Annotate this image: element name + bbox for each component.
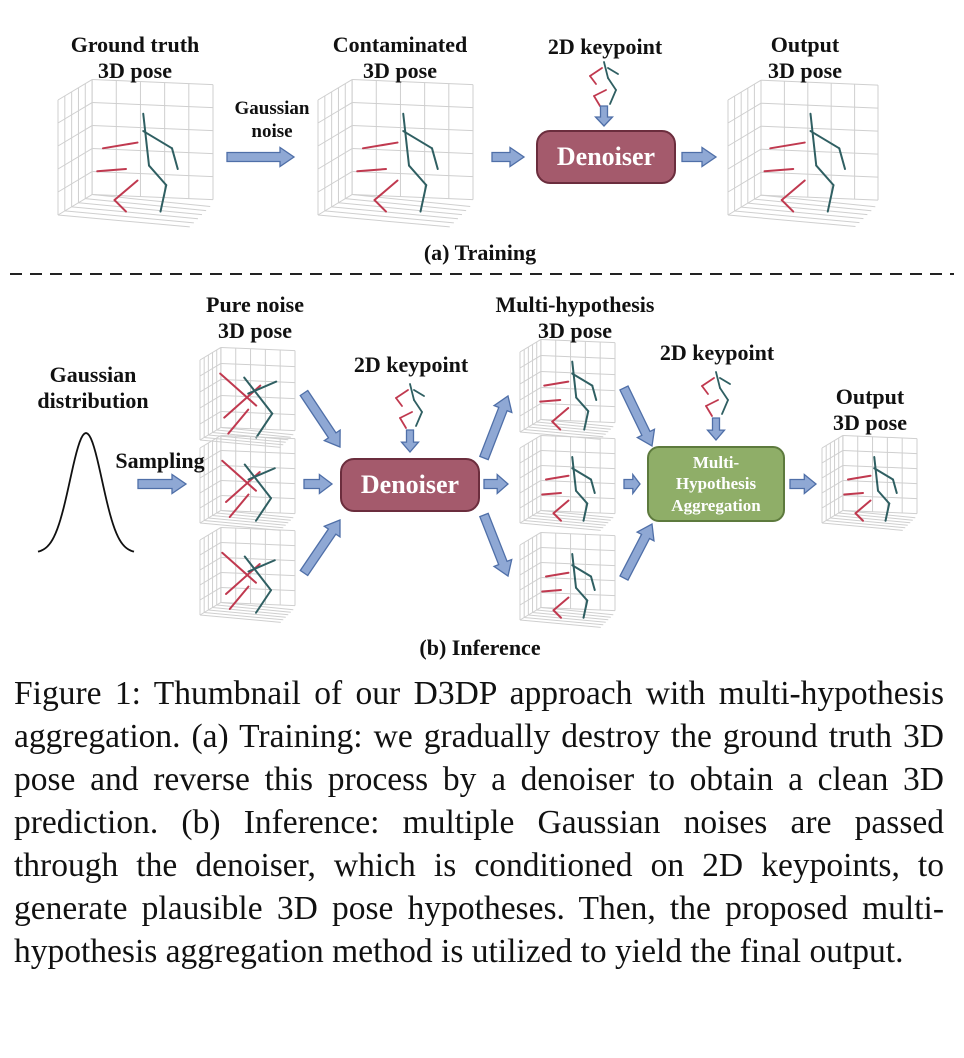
pose-box-ground-truth [57,79,214,228]
arrow-to-denoiser-train [491,146,526,168]
arrow-hyp2-to-aggregation [623,472,641,496]
pose-box-contaminated [317,79,474,228]
pure-noise-box-2 [199,434,296,531]
arrow-noise1-to-denoiser [299,389,341,448]
pure-noise-box-1 [199,346,296,448]
arrow-keypoint-to-denoiser-train [593,105,615,127]
label-sampling: Sampling [115,448,205,473]
gaussian-curve [37,432,135,553]
arrow-keypoint-to-aggregation [706,417,726,441]
denoiser-box-infer: Denoiser [340,458,480,512]
output-box-infer [821,434,918,531]
arrow-sampling [137,473,188,495]
label-2d-keypoint-infer-2: 2D keypoint [659,340,775,365]
arrow-noise3-to-denoiser [299,519,341,577]
arrow-hyp3-to-aggregation [619,522,655,581]
label-2d-keypoint-infer-1: 2D keypoint [353,352,469,377]
hypothesis-box-1 [519,338,616,440]
arrow-hyp1-to-aggregation [619,385,656,448]
denoiser-box-train: Denoiser [536,130,676,184]
arrow-denoiser-to-hyp3 [478,512,513,578]
arrow-denoiser-to-hyp2 [483,473,509,495]
caption-training: (a) Training [423,240,537,265]
arrow-denoiser-to-hyp1 [478,394,513,461]
keypoint-figure-infer-1 [395,383,425,429]
pure-noise-box-3 [199,526,296,623]
keypoint-figure-infer-2 [701,371,731,417]
caption-inference: (b) Inference [419,635,541,660]
diagram-canvas [10,61,954,628]
figure-caption: Figure 1: Thumbnail of our D3DP approach… [14,675,944,970]
arrow-noise [226,146,296,168]
arrow-denoiser-to-output-train [681,146,718,168]
arrow-aggregation-to-output [789,473,818,495]
arrow-noise2-to-denoiser [303,473,334,495]
hypothesis-box-2 [519,434,616,531]
arrow-keypoint-to-denoiser-infer [400,429,420,453]
label-2d-keypoint-train: 2D keypoint [547,34,663,59]
pose-box-output-train [727,79,879,228]
hypothesis-box-3 [519,531,616,628]
keypoint-figure-train [589,61,619,107]
